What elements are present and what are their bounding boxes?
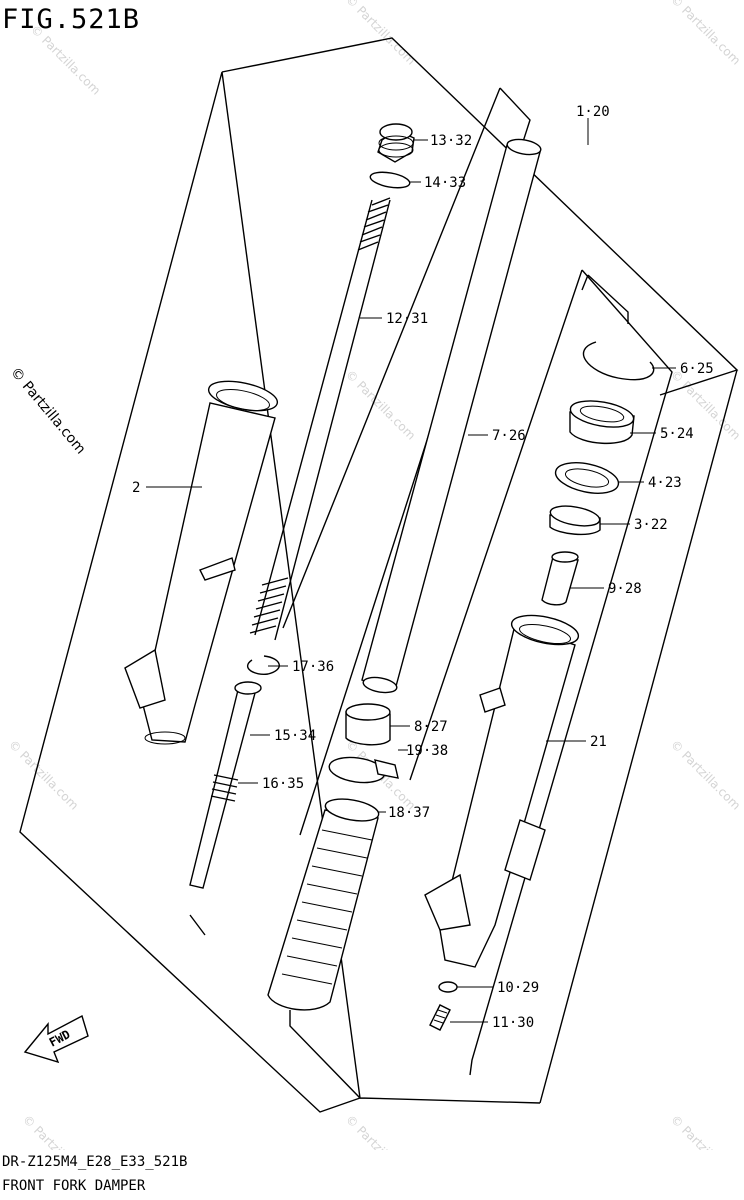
callout-16: 16·35 xyxy=(262,776,304,792)
part-8-bushing xyxy=(345,703,391,746)
watermark-faint: © Partzilla.com xyxy=(668,0,743,68)
callout-10: 10·29 xyxy=(497,980,539,996)
part-15-damper-rod xyxy=(189,681,262,889)
callout-2: 2 xyxy=(132,480,140,496)
part-21-outer-tube xyxy=(424,614,580,968)
callout-7: 7·26 xyxy=(492,428,526,444)
figure-name: FRONT FORK DAMPER xyxy=(2,1178,146,1194)
fwd-arrow: FWD xyxy=(23,1014,89,1064)
callout-1: 1·20 xyxy=(576,104,610,120)
part-7-fork-tube xyxy=(361,138,542,694)
part-13-cap-bolt xyxy=(377,123,415,163)
figure-title: FIG.521B xyxy=(2,4,141,35)
callout-9: 9·28 xyxy=(608,581,642,597)
callout-4: 4·23 xyxy=(648,475,682,491)
watermark-faint: © Partzilla.com xyxy=(343,367,418,442)
callout-21: 21 xyxy=(590,734,607,750)
rod-subassembly-outline xyxy=(189,87,531,936)
callout-11: 11·30 xyxy=(492,1015,534,1031)
callout-labels: 1·20 2 3·22 4·23 5·24 6·25 7·26 8·27 9·2… xyxy=(132,104,714,1031)
watermark-faint: © Partzilla.com xyxy=(20,1112,95,1150)
callout-18: 18·37 xyxy=(388,805,430,821)
outer-tube-subassembly-outline xyxy=(409,269,673,1076)
callout-13: 13·32 xyxy=(430,133,472,149)
callout-19: 19·38 xyxy=(406,743,448,759)
part-18-dust-boot xyxy=(267,798,380,1011)
part-17-circlip xyxy=(246,655,280,675)
watermark-faint: © Partzilla.com xyxy=(668,1112,743,1150)
part-14-o-ring xyxy=(369,171,411,189)
watermark-faint: © Partzilla.com xyxy=(6,737,81,812)
assembly-outline-right xyxy=(539,369,738,1104)
part-19-clamp xyxy=(328,756,399,784)
watermark-faint: © Partzilla.com xyxy=(343,0,418,68)
callout-6: 6·25 xyxy=(680,361,714,377)
part-11-bolt xyxy=(429,1004,451,1031)
watermark-faint: © Partzilla.com xyxy=(28,22,103,97)
callout-15: 15·34 xyxy=(274,728,316,744)
exploded-parts-diagram: © Partzilla.com © Partzilla.com © Partzi… xyxy=(6,0,743,1150)
assembly-outline xyxy=(19,37,739,1113)
watermark-faint: © Partzilla.com xyxy=(668,737,743,812)
part-10-gasket xyxy=(438,981,458,993)
part-5-oil-seal xyxy=(569,400,635,445)
callout-14: 14·33 xyxy=(424,175,466,191)
callout-5: 5·24 xyxy=(660,426,694,442)
part-16-rebound-spring xyxy=(210,774,239,802)
leader-lines xyxy=(146,118,676,1023)
part-4-washer xyxy=(554,462,620,494)
watermark-main: © Partzilla.com xyxy=(7,364,89,457)
callout-17: 17·36 xyxy=(292,659,334,675)
callout-3: 3·22 xyxy=(634,517,668,533)
figure-code: DR-Z125M4_E28_E33_521B xyxy=(2,1154,188,1170)
part-9-oil-lock-piece xyxy=(541,551,579,606)
callout-8: 8·27 xyxy=(414,719,448,735)
part-12-spring xyxy=(249,197,391,641)
callout-12: 12·31 xyxy=(386,311,428,327)
part-3-guide-bushing xyxy=(549,505,601,536)
part-6-snap-ring xyxy=(582,341,655,381)
watermark-faint: © Partzilla.com xyxy=(343,1112,418,1150)
part-2-inner-tube xyxy=(124,380,279,745)
